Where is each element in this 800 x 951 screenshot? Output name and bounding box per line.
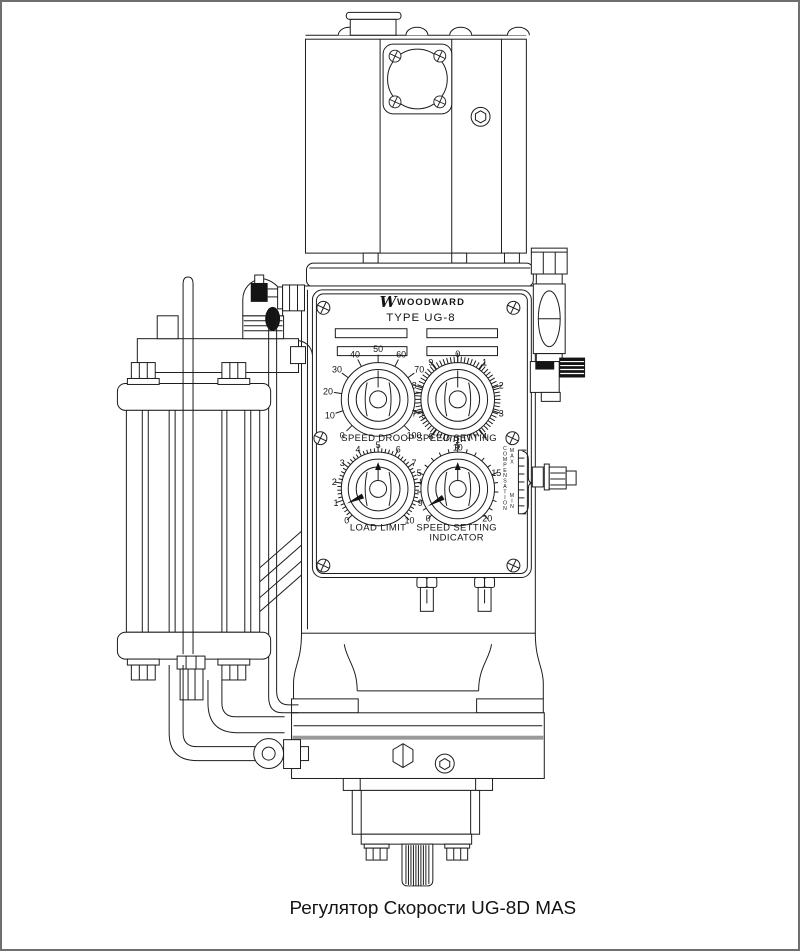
- dial-tick-label: 70: [414, 365, 424, 375]
- speed-setting-label: SPEED SETTING: [416, 433, 497, 444]
- control-panel: W WOODWARD TYPE UG-8 0102030405060708090…: [311, 289, 532, 578]
- speed-setting-indicator-label2: INDICATOR: [429, 533, 484, 544]
- brand-name: WOODWARD: [397, 297, 465, 308]
- dial-tick-label: 4: [482, 432, 487, 442]
- accumulator-cylinder: [116, 362, 272, 681]
- dial-tick-label: 50: [373, 344, 383, 354]
- dial-tick-label: 1: [482, 358, 487, 368]
- dial-tick-label: 0: [426, 514, 431, 524]
- dial-tick-label: 5: [376, 440, 381, 450]
- dial-tick-label: 7: [411, 458, 416, 468]
- inlet-fitting: [277, 284, 305, 312]
- dial-tick-label: 8: [412, 380, 417, 390]
- speed-droop-label: SPEED DROOP: [341, 433, 415, 444]
- nameplate-bars: [334, 328, 499, 357]
- top-column: [304, 11, 530, 254]
- base-block: [291, 712, 545, 779]
- oil-sight-glass: [529, 247, 586, 402]
- dial-tick-label: 9: [428, 358, 433, 368]
- dial-tick-label: 7: [412, 409, 417, 419]
- dial-speed-setting: 0 1 2 3 4 5 6 7 8 9: [412, 349, 504, 451]
- dial-tick-label: 1: [334, 498, 339, 508]
- dial-tick-label: 5: [455, 440, 460, 450]
- dome-bolt: [405, 26, 429, 36]
- pipe-coupling: [176, 655, 206, 701]
- bolt: [474, 576, 496, 612]
- pipe-elbow-fitting: [265, 306, 281, 331]
- dial-tick-label: 10: [404, 515, 414, 525]
- dial-tick-label: 15: [491, 468, 501, 478]
- dial-tick-label: 2: [332, 477, 337, 487]
- tie-rod-nut: [126, 658, 160, 681]
- tie-rod-nut: [217, 658, 251, 681]
- port-plate: [382, 43, 453, 115]
- pipe-flange-fitting: [253, 738, 309, 770]
- speed-setting-indicator-label: SPEED SETTING: [416, 523, 497, 534]
- flange-bolt-right: [444, 843, 471, 861]
- dial-tick-label: 0: [344, 515, 349, 525]
- bolt: [416, 576, 438, 612]
- dome-bolt: [506, 26, 530, 36]
- dial-tick-label: 30: [332, 365, 342, 375]
- dials: 0102030405060708090100012345678901234567…: [323, 344, 504, 527]
- dial-tick-label: 6: [396, 445, 401, 455]
- dial-tick-label: 6: [428, 432, 433, 442]
- dial-tick-label: 0: [455, 349, 460, 359]
- compensation-needle-fitting: [531, 463, 577, 491]
- dial-tick-label: 10: [325, 410, 335, 420]
- body-side-tab: [290, 346, 306, 365]
- front-oil-tube: [182, 276, 194, 655]
- dial-tick-label: 3: [499, 409, 504, 419]
- caption: Регулятор Скорости UG-8D MAS: [290, 898, 577, 919]
- dial-position-marker: [427, 494, 445, 507]
- splined-drive-shaft: [401, 843, 434, 887]
- dial-tick-label: 10: [453, 442, 463, 452]
- panel-bottom-bolts: [416, 576, 496, 612]
- dome-bolt: [449, 26, 473, 36]
- tie-rod-bolt: [217, 362, 251, 385]
- top-cap: [345, 11, 402, 36]
- dial-tick-label: 5: [417, 468, 422, 478]
- dial-tick-label: 3: [340, 458, 345, 468]
- dial-tick-label: 40: [350, 349, 360, 359]
- dial-tick-label: 100: [407, 430, 422, 440]
- dial-tick-label: 20: [482, 514, 492, 524]
- bottom-drive: [342, 777, 494, 887]
- mount-block: [136, 315, 313, 374]
- hex-bolt: [470, 106, 491, 127]
- tie-rod-bolt: [126, 362, 160, 385]
- right-foot-pad: [476, 698, 544, 714]
- drive-flange: [360, 833, 473, 845]
- dial-load-limit: 012345678910: [332, 440, 424, 527]
- dial-tick-label: 9: [418, 498, 423, 508]
- dial-speed-droop: 0102030405060708090100: [323, 344, 433, 441]
- compensation-ticks: [518, 449, 527, 515]
- brand-logo-w: W: [380, 293, 398, 311]
- hex-plug: [392, 743, 414, 769]
- dial-tick-label: 20: [323, 387, 333, 397]
- knurled-knob: [559, 357, 586, 378]
- dial-tick-label: 60: [396, 349, 406, 359]
- left-assembly: [116, 274, 313, 770]
- dial-tick-label: 4: [356, 445, 361, 455]
- body-top-flange: [305, 252, 534, 288]
- flange-bolt-left: [363, 843, 390, 861]
- oil-pipes: [168, 665, 285, 762]
- dial-position-marker: [346, 493, 365, 504]
- type-label: TYPE UG-8: [386, 312, 455, 324]
- dial-tick-label: 2: [499, 380, 504, 390]
- left-foot-pad: [291, 698, 359, 714]
- small-hex-port: [434, 753, 455, 774]
- load-limit-label: LOAD LIMIT: [350, 523, 406, 534]
- dial-tick-label: 0: [340, 430, 345, 440]
